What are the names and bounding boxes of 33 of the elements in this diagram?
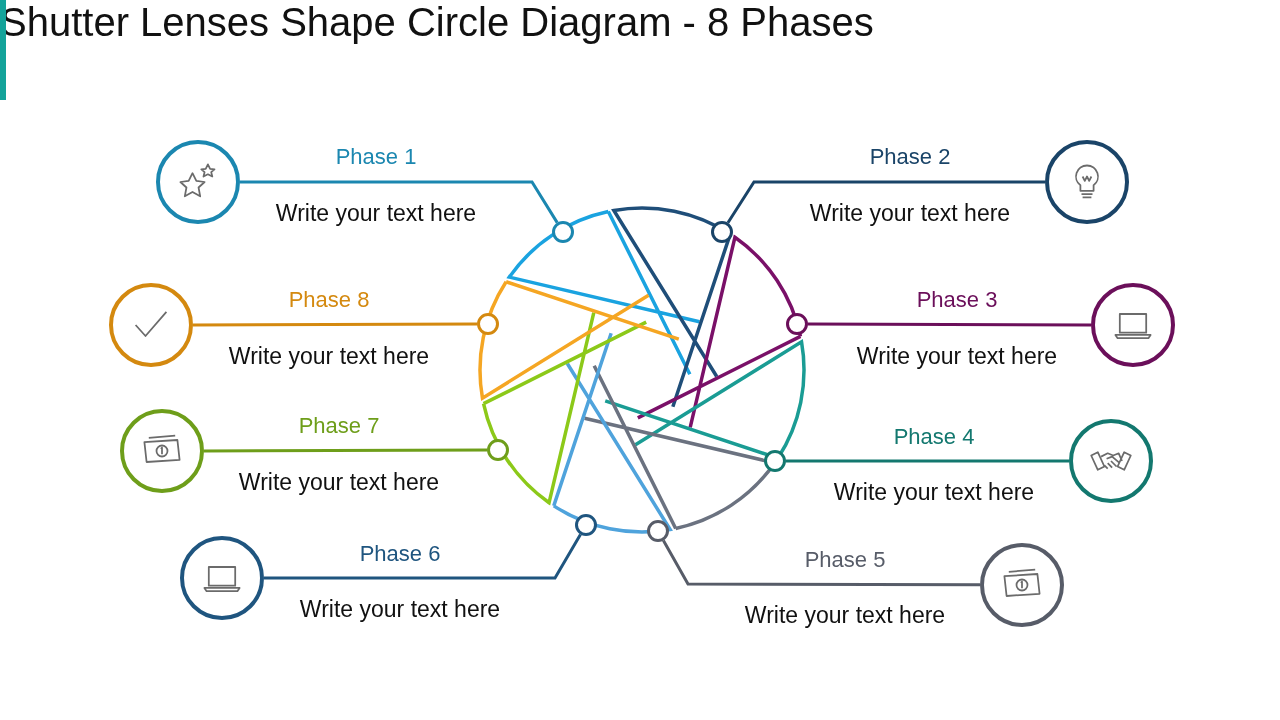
edge-label: Phase 7 [298, 413, 380, 439]
edge-label: Phase 6 [359, 541, 441, 567]
body-text: Write your text here [228, 342, 430, 370]
title: Shutter Lenses Shape Circle Diagram - 8 Phases [0, 0, 875, 45]
connector-dot [552, 221, 574, 243]
connector-line [662, 539, 980, 587]
connector-line [240, 180, 559, 224]
body-text: Write your text here [833, 478, 1035, 506]
connector-dot [477, 313, 499, 335]
edge-label: Phase 5 [804, 547, 886, 573]
connector-dot [764, 450, 786, 472]
body-text: Write your text here [744, 601, 946, 629]
edge-label: Phase 8 [288, 287, 370, 313]
connector-dot [647, 520, 669, 542]
body-text: Write your text here [299, 595, 501, 623]
connector-line [786, 459, 1069, 463]
connector-line [264, 533, 582, 580]
connector-dot [487, 439, 509, 461]
connector-line [204, 448, 487, 453]
connector-line [808, 322, 1091, 327]
body-text: Write your text here [275, 199, 477, 227]
body-text: Write your text here [238, 468, 440, 496]
edge-label: Phase 1 [335, 144, 417, 170]
connector-line [193, 322, 477, 327]
connector-dot [786, 313, 808, 335]
edge-label: Phase 3 [916, 287, 998, 313]
edge-label: Phase 2 [869, 144, 951, 170]
body-text: Write your text here [856, 342, 1058, 370]
connector-dot [711, 221, 733, 243]
body-text: Write your text here [809, 199, 1011, 227]
connector-line [726, 180, 1045, 224]
edge-label: Phase 4 [893, 424, 975, 450]
connector-dot [575, 514, 597, 536]
